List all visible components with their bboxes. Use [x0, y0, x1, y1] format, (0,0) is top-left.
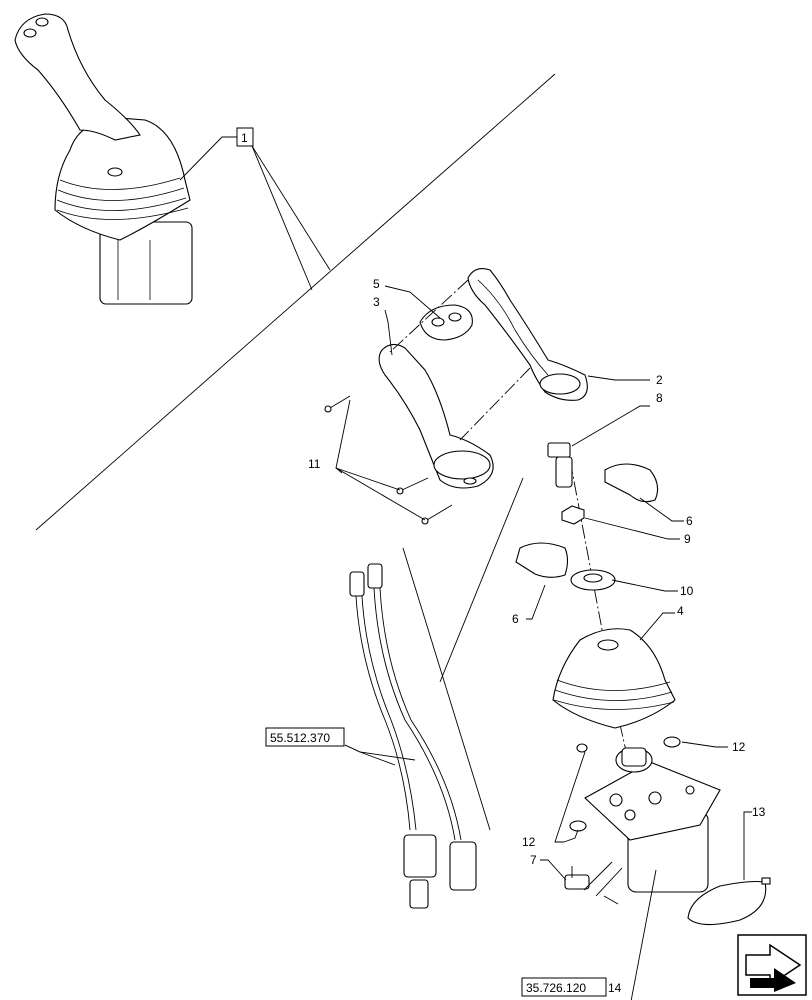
spacer-left	[515, 542, 569, 578]
handle-grip	[378, 343, 494, 489]
callout-14: 14	[608, 981, 622, 995]
leader-12a	[681, 741, 728, 748]
leader-1b	[251, 145, 331, 271]
callout-3: 3	[373, 295, 380, 309]
callout-5: 5	[373, 277, 380, 291]
callout-12a: 12	[732, 740, 746, 754]
callout-4: 4	[677, 604, 684, 618]
callout-8: 8	[656, 391, 663, 405]
leader-14	[630, 869, 657, 1000]
base-ref[interactable]: 35.726.120	[526, 981, 586, 995]
leader-12b2	[563, 829, 579, 843]
callout-12b: 12	[522, 835, 536, 849]
leader-harness-a	[344, 744, 396, 766]
nut	[561, 505, 585, 525]
spacer-right	[604, 463, 659, 503]
separator-line-upper	[35, 73, 556, 531]
leader-4	[639, 612, 675, 641]
callout-9: 9	[684, 532, 691, 546]
leader-harness-b	[344, 744, 416, 761]
leader-12b1	[554, 751, 586, 843]
leader-13	[743, 811, 752, 880]
leader-11b	[335, 467, 401, 491]
wiring-harness	[349, 563, 477, 909]
leader-8	[571, 405, 650, 447]
arrow-next-page-icon[interactable]	[737, 934, 807, 996]
leader-11c	[335, 467, 426, 521]
callout-1: 1	[241, 131, 248, 145]
clamp-right	[663, 736, 681, 748]
connector-line-b	[595, 867, 623, 897]
connector-line-c	[603, 895, 619, 905]
separator-line-lower	[402, 547, 491, 831]
assembled-joystick	[14, 13, 193, 305]
separator-line-mid	[439, 477, 524, 683]
handle-half	[467, 268, 588, 401]
assembly-line-2	[459, 367, 531, 441]
assembly-line-3	[569, 459, 605, 641]
wiring-loop	[687, 877, 771, 926]
assembly-line-1	[389, 279, 469, 353]
leader-1a	[179, 136, 237, 181]
base-ref-box[interactable]	[521, 977, 607, 997]
harness-ref[interactable]: 55.512.370	[270, 731, 330, 745]
top-plate	[419, 304, 473, 341]
harness-ref-box[interactable]	[265, 727, 345, 747]
leader-5	[384, 285, 441, 319]
washer	[570, 569, 616, 591]
callout-6b: 6	[512, 612, 519, 626]
pin	[547, 442, 573, 488]
callout-10: 10	[680, 584, 694, 598]
leader-3	[384, 309, 393, 356]
leader-6b	[526, 584, 546, 620]
rubber-boot	[552, 628, 676, 729]
callout-11: 11	[308, 457, 321, 471]
clamp-bottom-left	[569, 820, 587, 832]
leader-1c	[251, 145, 313, 291]
base-assembly	[584, 747, 721, 893]
clamp-top-left	[576, 743, 588, 753]
leader-9	[584, 517, 680, 540]
leader-11a	[335, 399, 351, 474]
connector	[564, 866, 590, 890]
leader-10	[611, 579, 678, 592]
callout-2: 2	[656, 373, 663, 387]
leader-2	[587, 375, 650, 381]
leader-7	[540, 859, 567, 881]
leader-6a	[639, 497, 684, 522]
connector-line-a	[583, 861, 613, 891]
callout-13: 13	[752, 805, 766, 819]
callout-6a: 6	[686, 514, 693, 528]
callout-7: 7	[530, 853, 537, 867]
